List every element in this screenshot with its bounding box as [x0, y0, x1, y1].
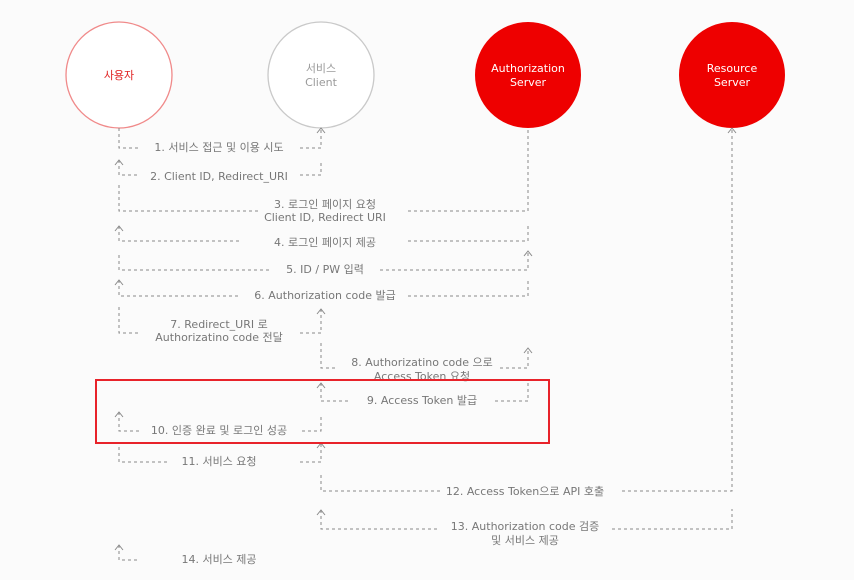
step-2-connector: [114, 159, 322, 176]
connector-line: [320, 343, 338, 369]
arrow-up-icon: [316, 308, 326, 315]
connector-line: [622, 128, 733, 492]
connector-line: [380, 251, 529, 271]
connector-line: [500, 348, 529, 369]
connector-line: [320, 475, 440, 492]
actor-client-label-line1: 서비스: [306, 62, 336, 75]
arrow-up-icon: [316, 382, 326, 389]
highlight-box: [95, 379, 550, 444]
connector-line: [320, 383, 350, 402]
connector-line: [302, 416, 322, 432]
step-14-connector: [114, 544, 140, 561]
step-9-connector: [316, 382, 529, 402]
step-13-label-line2: 및 서비스 제공: [491, 534, 559, 547]
step-3-label-line2: Client ID, Redirect URI: [264, 211, 386, 224]
step-8-label-line2: Access Token 요청: [374, 370, 470, 383]
arrow-up-icon: [114, 159, 124, 166]
actor-authorization-server-circle: [475, 22, 581, 128]
arrow-up-icon: [523, 347, 533, 354]
actor-user-label: 사용자: [104, 69, 134, 82]
step-1-connector: [118, 127, 326, 149]
step-14-label: 14. 서비스 제공: [181, 553, 256, 566]
connector-line: [408, 281, 529, 297]
connector-line: [118, 255, 270, 271]
step-10-label: 10. 인증 완료 및 로그인 성공: [151, 424, 287, 437]
connector-line: [118, 447, 168, 463]
actor-user: 사용자: [65, 21, 173, 129]
connector-line: [612, 509, 733, 530]
arrow-up-icon: [114, 225, 124, 232]
connector-line: [300, 309, 322, 334]
step-10-connector: [114, 411, 322, 432]
step-12-connector: [320, 127, 737, 492]
step-12-label: 12. Access Token으로 API 호출: [446, 485, 604, 498]
step-connectors: [114, 127, 737, 561]
connector-line: [118, 280, 240, 297]
connector-line: [495, 383, 529, 402]
actor-resource-server-label-line2: Server: [714, 76, 751, 89]
arrow-up-icon: [114, 279, 124, 286]
step-1-label: 1. 서비스 접근 및 이용 시도: [154, 141, 283, 154]
step-4-connector: [114, 225, 529, 242]
connector-line: [320, 510, 440, 530]
step-13-label-line1: 13. Authorization code 검증: [451, 520, 599, 533]
actor-resource-server-circle: [679, 22, 785, 128]
step-2-label: 2. Client ID, Redirect_URI: [150, 170, 288, 183]
connector-line: [118, 307, 140, 334]
step-13-connector: [316, 509, 733, 530]
connector-line: [118, 412, 140, 432]
step-4-label: 4. 로그인 페이지 제공: [274, 236, 376, 249]
step-7-label-line1: 7. Redirect_URI 로: [170, 318, 267, 331]
actor-client-label-line2: Client: [305, 76, 338, 89]
connector-line: [118, 185, 260, 212]
step-8-connector: [320, 343, 533, 369]
actor-resource-server-label-line1: Resource: [707, 62, 758, 75]
connector-line: [300, 128, 322, 149]
actor-resource-server: Resource Server: [679, 22, 785, 128]
connector-line: [300, 160, 322, 176]
step-8-label-line1: 8. Authorizatino code 으로: [351, 356, 492, 369]
connector-line: [408, 226, 529, 242]
step-7-label-line2: Authorizatino code 전달: [155, 331, 282, 344]
connector-line: [118, 128, 140, 149]
actor-authorization-server-label-line1: Authorization: [491, 62, 565, 75]
arrow-up-icon: [523, 250, 533, 257]
arrow-up-icon: [727, 127, 737, 134]
arrow-up-icon: [114, 544, 124, 551]
step-5-label: 5. ID / PW 입력: [286, 263, 364, 276]
connector-line: [118, 160, 140, 176]
arrow-up-icon: [316, 509, 326, 516]
connector-line: [118, 545, 140, 561]
actor-client: 서비스 Client: [267, 21, 375, 129]
step-11-label: 11. 서비스 요청: [181, 455, 256, 468]
step-9-label: 9. Access Token 발급: [367, 394, 477, 407]
actor-client-circle: [267, 21, 375, 129]
actor-authorization-server-label-line2: Server: [510, 76, 547, 89]
step-5-connector: [118, 250, 533, 271]
step-3-connector: [118, 128, 529, 212]
actor-authorization-server: Authorization Server: [475, 22, 581, 128]
connector-line: [300, 443, 322, 463]
connector-line: [408, 128, 529, 212]
step-labels: 1. 서비스 접근 및 이용 시도 2. Client ID, Redirect…: [150, 141, 604, 566]
arrow-up-icon: [114, 411, 124, 418]
step-6-label: 6. Authorization code 발급: [254, 289, 395, 302]
step-3-label-line1: 3. 로그인 페이지 요청: [274, 198, 376, 211]
step-7-connector: [118, 307, 326, 334]
arrow-up-icon: [316, 127, 326, 134]
connector-line: [118, 226, 240, 242]
step-6-connector: [114, 279, 529, 297]
